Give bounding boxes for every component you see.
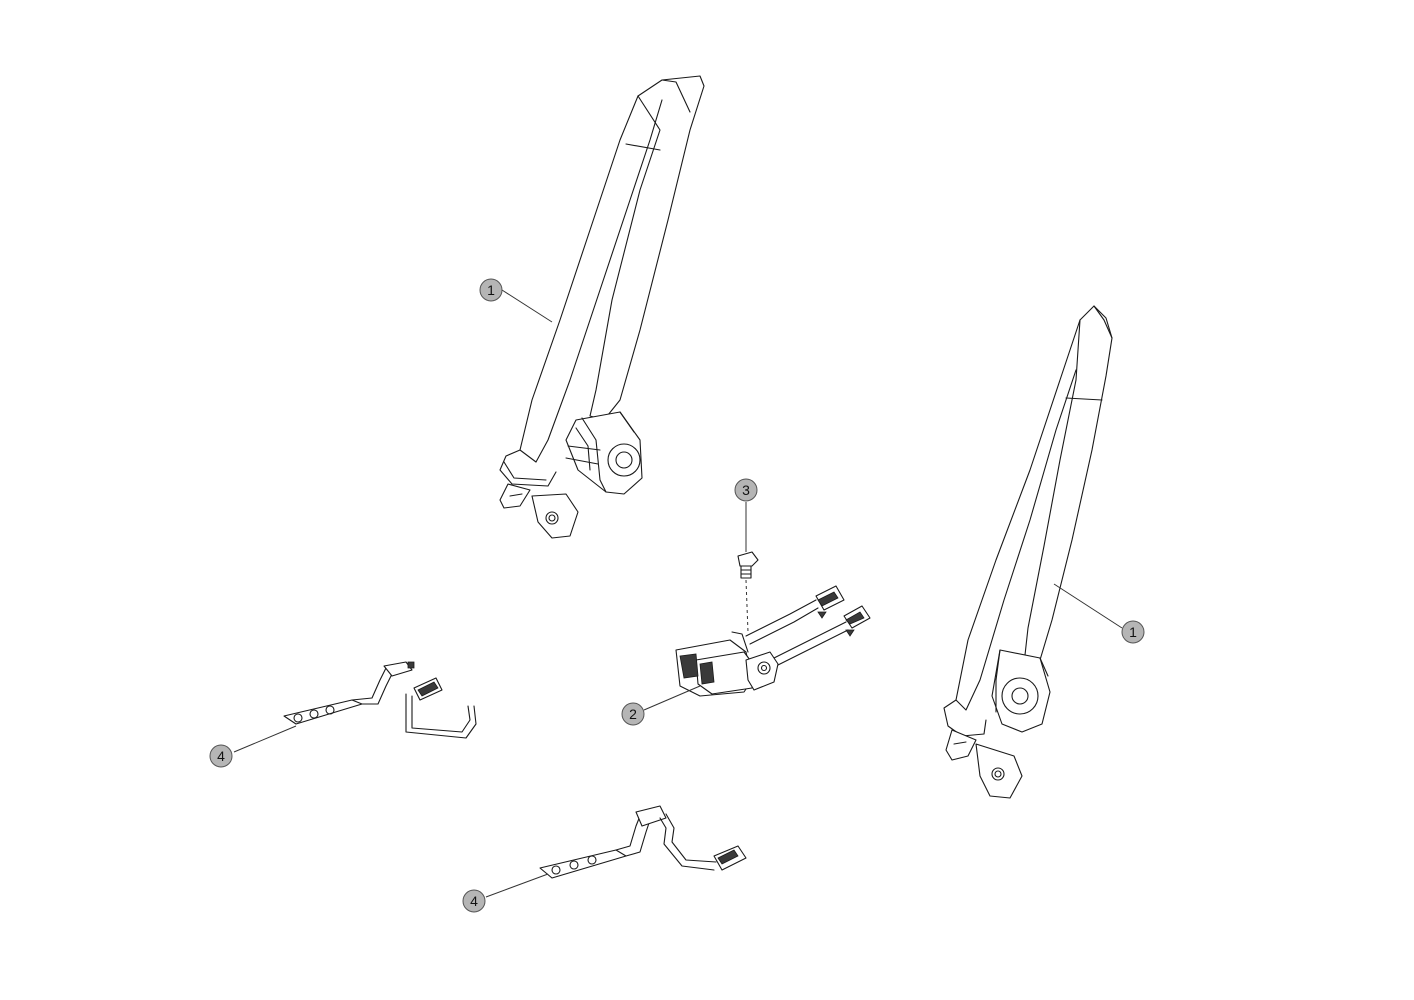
leader-line-4-bottom: [485, 873, 549, 898]
callout-label: 1: [487, 282, 495, 298]
wiring-harness-left: [283, 661, 477, 739]
buckle-assembly: [675, 585, 871, 697]
callout-label: 3: [742, 482, 750, 498]
leader-line-4-left: [233, 725, 297, 753]
callout-1-right: 1: [1121, 620, 1145, 644]
callout-label: 2: [629, 706, 637, 722]
leader-line-1-left: [501, 289, 553, 323]
callout-label: 4: [217, 748, 225, 764]
callout-4-bottom: 4: [462, 889, 486, 913]
callout-4-left: 4: [209, 744, 233, 768]
callout-2: 2: [621, 702, 645, 726]
leader-line-2: [643, 685, 701, 711]
wiring-harness-bottom: [539, 805, 747, 879]
callout-label: 4: [470, 893, 478, 909]
seat-belt-assembly-left: [499, 75, 705, 539]
callout-label: 1: [1129, 624, 1137, 640]
leader-line-1-right: [1053, 583, 1123, 629]
seat-belt-assembly-right: [943, 305, 1113, 799]
callout-1-left: 1: [479, 278, 503, 302]
bolt: [737, 551, 759, 633]
leader-lines: [233, 289, 1123, 898]
callout-3: 3: [734, 478, 758, 502]
